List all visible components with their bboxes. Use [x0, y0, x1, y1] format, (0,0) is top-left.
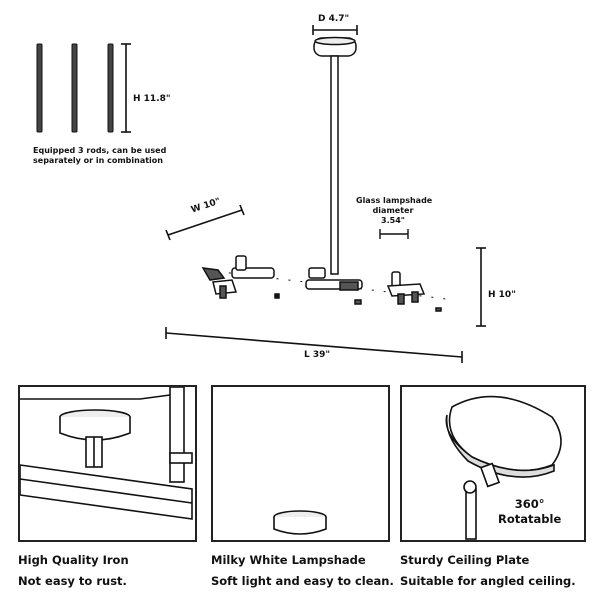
rods-note: Equipped 3 rods, can be used separately … [33, 146, 166, 166]
fixture-height-label: H 10" [488, 290, 516, 300]
width-dimension [165, 204, 245, 241]
socket-left [201, 255, 275, 299]
light-bar [201, 255, 456, 312]
feature-ceiling-plate-title: Sturdy Ceiling Plate [400, 553, 530, 567]
panel-ceiling-plate: 360° Rotatable [400, 385, 586, 542]
down-rod [330, 55, 339, 275]
rod-2 [71, 43, 78, 133]
feature-lampshade-title: Milky White Lampshade [211, 553, 366, 567]
feature-lampshade: Milky White Lampshade Soft light and eas… [211, 553, 394, 588]
rotation-label: 360° Rotatable [498, 497, 561, 527]
glass-diameter-label: Glass lampshade diameter 3.54" [356, 196, 433, 226]
canopy-diameter-label: D 4.7" [318, 14, 350, 24]
socket-right [386, 271, 442, 312]
feature-ceiling-plate: Sturdy Ceiling Plate Suitable for angled… [400, 553, 576, 588]
rods-note-line2: separately or in combination [33, 156, 163, 165]
length-dimension [165, 327, 463, 363]
glass-diameter-line1: Glass lampshade [356, 196, 433, 205]
rod-set [36, 43, 114, 133]
panel-lampshade [211, 385, 390, 542]
fixture-diagram [36, 25, 486, 363]
feature-iron-desc: Not easy to rust. [18, 574, 127, 588]
rod-1 [36, 43, 43, 133]
glass-diameter-dimension [379, 229, 409, 239]
feature-iron: High Quality Iron Not easy to rust. [18, 553, 129, 588]
height-dimension [476, 247, 486, 327]
panel-iron [18, 385, 197, 542]
feature-iron-title: High Quality Iron [18, 553, 129, 567]
canopy [313, 36, 357, 57]
socket-center [274, 267, 363, 305]
rotation-text: Rotatable [498, 512, 562, 526]
feature-ceiling-plate-desc: Suitable for angled ceiling. [400, 574, 576, 588]
length-label: L 39" [304, 350, 331, 360]
glass-diameter-line2: diameter [372, 206, 414, 215]
glass-diameter-value: 3.54" [381, 216, 405, 225]
rod-height-label: H 11.8" [133, 94, 171, 104]
rods-note-line1: Equipped 3 rods, can be used [33, 146, 167, 155]
canopy-dimension-line [312, 25, 358, 35]
rod-3 [107, 43, 114, 133]
lampshade-illustration [273, 510, 327, 535]
rod-height-dimension [121, 43, 131, 133]
feature-lampshade-desc: Soft light and easy to clean. [211, 574, 394, 588]
ceiling-plate-illustration [445, 395, 562, 540]
rotation-degrees: 360° [514, 497, 545, 511]
iron-closeup-illustration [20, 387, 193, 520]
